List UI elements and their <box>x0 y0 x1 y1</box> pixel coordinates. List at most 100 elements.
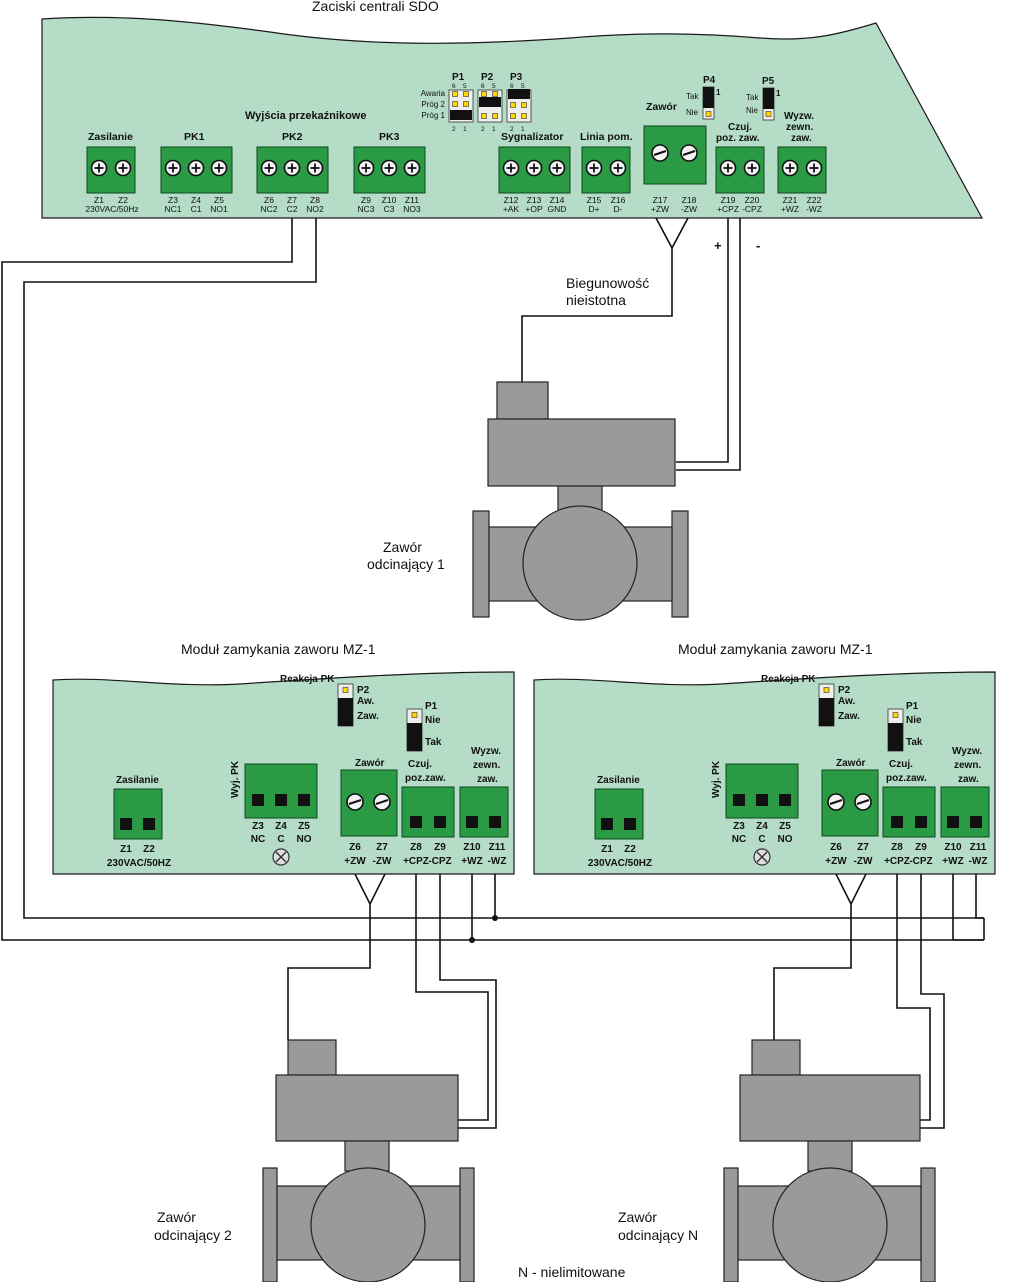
module-term-num: Z3 <box>733 821 745 832</box>
jumper-label-p4: P4 <box>703 75 716 86</box>
pin-number: 5 <box>492 83 496 90</box>
terminal-sig: C2 <box>287 204 298 214</box>
group-label-zasilanie: Zasilanie <box>88 131 133 143</box>
terminal-sig: -CPZ <box>742 204 762 214</box>
terminal-sig: +OP <box>525 204 543 214</box>
terminal-num: Z9 <box>361 195 371 205</box>
group-label-pk1: PK1 <box>184 131 205 143</box>
module-term-sig: C <box>277 834 284 845</box>
module-nie-label: Nie <box>425 715 441 726</box>
jumper-p4-tak: Tak <box>686 92 699 101</box>
wire-m1-zw <box>354 873 386 906</box>
terminal-sig: -ZW <box>681 204 697 214</box>
terminal-sig: +CPZ <box>717 204 739 214</box>
wire-m1-cpz-minus <box>439 874 497 1129</box>
terminal-num: Z21 <box>783 195 798 205</box>
module-term-sig: -CPZ <box>909 856 932 867</box>
module-wyj-pk-label: Wyj. PK <box>230 760 241 798</box>
valve2-label-2: odcinający 2 <box>154 1227 232 1243</box>
module-p1-label: P1 <box>906 701 919 712</box>
wire-m2-cpz-minus <box>920 874 945 1129</box>
module-term-sig: -WZ <box>488 856 507 867</box>
module-wyzw-3: zaw. <box>477 774 498 785</box>
module-term-sig: NC <box>251 834 265 845</box>
valveN-label-2: odcinający N <box>618 1227 698 1243</box>
terminal-sig: 230VAC/50Hz <box>85 204 138 214</box>
module-zawor-label: Zawór <box>355 758 385 769</box>
terminal-num: Z14 <box>550 195 565 205</box>
module-zaw-label: Zaw. <box>357 711 379 722</box>
pin-number: 1 <box>521 126 525 133</box>
module-term-num: Z11 <box>970 842 987 853</box>
module-term-num: Z11 <box>489 842 506 853</box>
polarity-minus: - <box>756 238 760 253</box>
module-term-num: Z7 <box>376 842 388 853</box>
group-label-pk2: PK2 <box>282 131 303 143</box>
terminal-num: Z15 <box>587 195 602 205</box>
module-term-sig: NO <box>778 834 793 845</box>
jumper-p4-nie: Nie <box>686 108 699 117</box>
module-term-sig: +WZ <box>461 856 482 867</box>
jumper-row-awaria: Awaria <box>421 89 446 98</box>
module2-title: Moduł zamykania zaworu MZ-1 <box>678 641 873 657</box>
module-aw-label: Aw. <box>357 696 374 707</box>
module-term-sig: -ZW <box>373 856 392 867</box>
module-p2-label: P2 <box>357 685 370 696</box>
terminal-num: Z4 <box>191 195 201 205</box>
terminal-sig: NO2 <box>306 204 324 214</box>
module-czuj-1: Czuj. <box>408 759 432 770</box>
group-label-linia: Linia pom. <box>580 131 633 143</box>
module-term-num: Z1 <box>601 844 613 855</box>
module-term-num: Z3 <box>252 821 264 832</box>
terminal-num: Z10 <box>382 195 397 205</box>
terminal-sig: GND <box>548 204 567 214</box>
module-term-sig: +ZW <box>825 856 847 867</box>
module-term-sig: C <box>758 834 765 845</box>
pin-number: 6 <box>481 83 485 90</box>
relay-outputs-title: Wyjścia przekaźnikowe <box>245 110 366 122</box>
pin-number: 5 <box>521 83 525 90</box>
wire-m2-wz-plus <box>952 874 984 941</box>
group-label-pk3: PK3 <box>379 131 400 143</box>
module-term-num: Z10 <box>944 842 962 853</box>
terminal-num: Z5 <box>214 195 224 205</box>
module-zaw-label: Zaw. <box>838 711 860 722</box>
polarity-note-2: nieistotna <box>566 292 626 308</box>
valve2-label-1: Zawór <box>157 1209 196 1225</box>
module-term-sig: -ZW <box>854 856 873 867</box>
module-term-sig: -CPZ <box>428 856 451 867</box>
valveN-label-1: Zawór <box>618 1209 657 1225</box>
polarity-note-1: Biegunowość <box>566 275 649 291</box>
module-term-sig: NC <box>732 834 746 845</box>
valve1-label-1: Zawór <box>383 539 422 555</box>
terminal-sig: +ZW <box>651 204 669 214</box>
footnote: N - nielimitowane <box>518 1264 626 1280</box>
module-term-num: Z2 <box>143 844 155 855</box>
module-power-label: 230VAC/50HZ <box>107 858 171 869</box>
terminal-num: Z18 <box>682 195 697 205</box>
junction-dot <box>469 937 475 943</box>
module-wyzw-1: Wyzw. <box>952 746 982 757</box>
terminal-sig: NC2 <box>260 204 277 214</box>
terminal-sig: -WZ <box>806 204 822 214</box>
module-term-num: Z1 <box>120 844 132 855</box>
pin-number: 2 <box>510 126 514 133</box>
module-term-num: Z2 <box>624 844 636 855</box>
module-term-num: Z6 <box>830 842 842 853</box>
terminal-sig: +AK <box>503 204 520 214</box>
group-label-wyzw-3: zaw. <box>791 133 812 144</box>
module-term-sig: +ZW <box>344 856 366 867</box>
wire-m2-wz-minus <box>975 874 984 919</box>
valve-1 <box>472 381 689 621</box>
wire-pk2-c2 <box>1 218 984 941</box>
fuse-icon <box>753 848 771 866</box>
jumper-label-p1: P1 <box>452 72 465 83</box>
jumper-row-prog1: Próg 1 <box>421 111 445 120</box>
module-zasilanie-label: Zasilanie <box>597 775 640 786</box>
terminal-sig: NC1 <box>164 204 181 214</box>
wire-zw-to-valve1 <box>521 248 673 382</box>
module-term-num: Z4 <box>275 821 287 832</box>
module-term-sig: +CPZ <box>403 856 429 867</box>
module-term-num: Z5 <box>779 821 791 832</box>
module-term-sig: NO <box>297 834 312 845</box>
